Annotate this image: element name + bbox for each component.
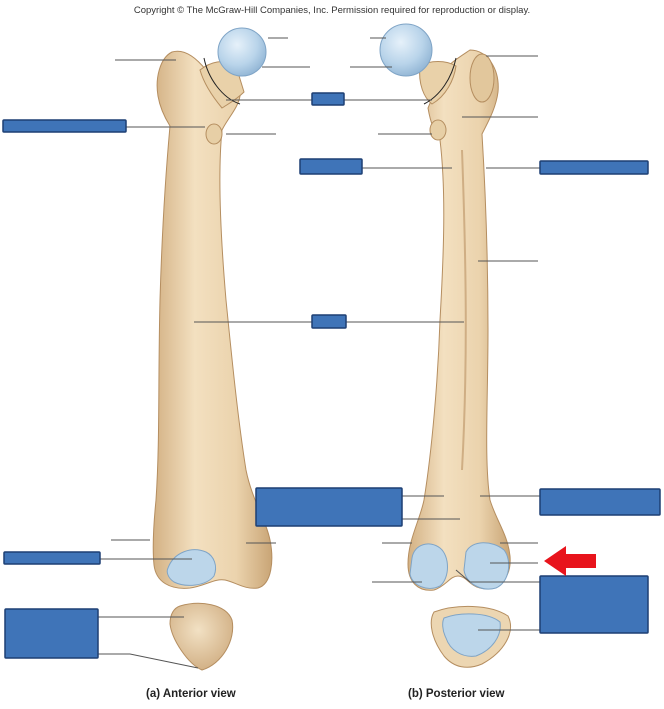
label-box-posterior-right-upper[interactable]	[539, 160, 649, 175]
posterior-femur-bone	[407, 49, 511, 591]
label-boxes	[2, 92, 661, 659]
anterior-view-caption: (a) Anterior view	[146, 688, 236, 700]
leader-lines	[98, 37, 540, 669]
posterior-femur	[379, 23, 511, 591]
posterior-medial-condyle	[409, 543, 448, 589]
anterior-femoral-head	[217, 27, 267, 77]
posterior-greater-trochanter	[469, 53, 495, 103]
label-box-anterior-patella-left[interactable]	[4, 608, 99, 659]
posterior-view-caption: (b) Posterior view	[408, 688, 505, 700]
posterior-capsule-line	[423, 57, 457, 105]
posterior-lateral-condyle	[463, 542, 510, 590]
label-box-posterior-left-upper[interactable]	[299, 158, 363, 175]
red-arrow-icon	[544, 546, 596, 576]
posterior-femoral-neck	[419, 61, 457, 105]
anterior-capsule-line	[203, 57, 241, 105]
anterior-patella	[169, 602, 234, 671]
label-box-posterior-distal-right[interactable]	[539, 488, 661, 516]
label-box-posterior-distal-center[interactable]	[255, 487, 403, 527]
anterior-femur	[152, 27, 273, 589]
posterior-femoral-head	[379, 23, 433, 77]
label-box-shaft-center[interactable]	[311, 314, 347, 329]
label-box-neck-center[interactable]	[311, 92, 345, 106]
anterior-femur-bone	[152, 50, 273, 589]
label-box-posterior-condyle-right[interactable]	[539, 575, 649, 634]
posterior-lesser-trochanter	[429, 119, 447, 141]
linea-aspera	[461, 149, 467, 471]
label-box-anterior-left-top[interactable]	[2, 119, 127, 133]
anterior-lesser-trochanter	[205, 123, 223, 145]
label-box-anterior-distal-left[interactable]	[3, 551, 101, 565]
copyright-notice: Copyright © The McGraw-Hill Companies, I…	[133, 5, 531, 16]
posterior-patella-articular-surface	[442, 613, 501, 657]
